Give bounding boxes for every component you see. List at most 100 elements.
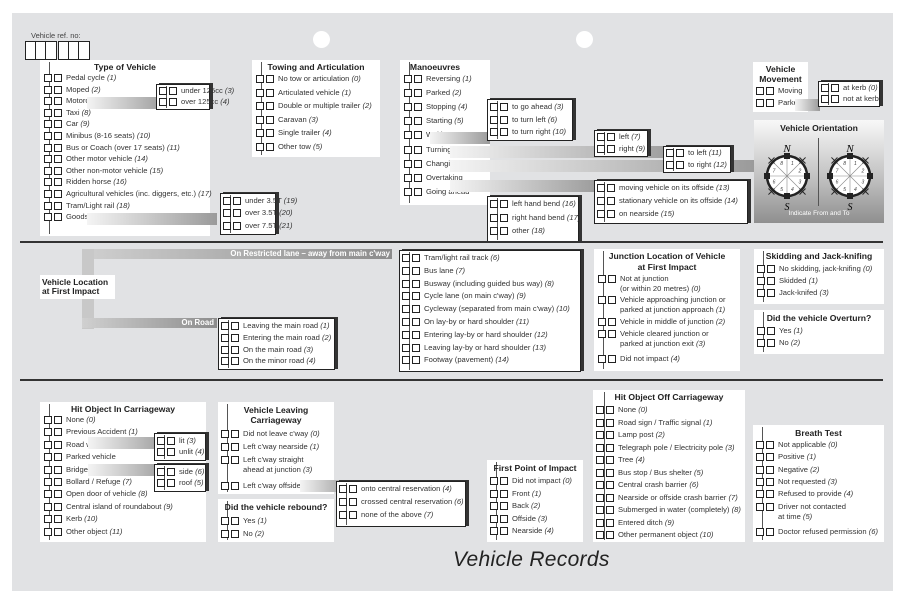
checkbox-1[interactable] xyxy=(402,254,410,262)
checkbox-2[interactable] xyxy=(500,115,508,124)
checkbox-2[interactable] xyxy=(233,209,241,218)
checkbox-1[interactable] xyxy=(44,85,52,94)
checkbox-1[interactable] xyxy=(44,440,52,449)
checkbox-2[interactable] xyxy=(54,155,62,164)
checkbox-2[interactable] xyxy=(608,330,616,338)
checkbox-1[interactable] xyxy=(404,103,412,112)
checkbox-1[interactable] xyxy=(404,173,412,182)
checkbox-1[interactable] xyxy=(598,275,606,283)
checkbox-2[interactable] xyxy=(766,87,774,95)
checkbox-1[interactable] xyxy=(44,97,52,106)
checkbox-2[interactable] xyxy=(606,518,614,527)
checkbox-2[interactable] xyxy=(167,468,175,476)
checkbox-2[interactable] xyxy=(54,527,62,536)
checkbox-1[interactable] xyxy=(402,279,410,288)
checkbox-2[interactable] xyxy=(412,305,420,314)
checkbox-1[interactable] xyxy=(490,489,498,498)
checkbox-2[interactable] xyxy=(831,84,839,92)
checkbox-1[interactable] xyxy=(256,88,264,97)
checkbox-2[interactable] xyxy=(414,117,422,126)
checkbox-1[interactable] xyxy=(404,75,412,83)
checkbox-1[interactable] xyxy=(157,448,165,456)
checkbox-1[interactable] xyxy=(221,430,229,438)
checkbox-2[interactable] xyxy=(54,453,62,462)
checkbox-1[interactable] xyxy=(44,190,52,198)
checkbox-1[interactable] xyxy=(598,296,606,304)
checkbox-2[interactable] xyxy=(500,489,508,498)
checkbox-1[interactable] xyxy=(597,184,605,192)
checkbox-1[interactable] xyxy=(339,511,347,519)
checkbox-1[interactable] xyxy=(44,166,52,175)
checkbox-1[interactable] xyxy=(402,318,410,326)
checkbox-1[interactable] xyxy=(756,441,764,449)
checkbox-2[interactable] xyxy=(231,430,239,438)
checkbox-1[interactable] xyxy=(256,129,264,137)
checkbox-1[interactable] xyxy=(597,210,605,218)
checkbox-1[interactable] xyxy=(402,343,410,352)
checkbox-2[interactable] xyxy=(54,97,62,106)
checkbox-2[interactable] xyxy=(167,437,175,445)
checkbox-1[interactable] xyxy=(223,209,231,218)
checkbox-1[interactable] xyxy=(402,330,410,339)
checkbox-2[interactable] xyxy=(766,503,774,511)
checkbox-2[interactable] xyxy=(500,527,508,536)
checkbox-1[interactable] xyxy=(221,529,229,538)
checkbox-2[interactable] xyxy=(412,356,420,365)
checkbox-1[interactable] xyxy=(44,502,52,511)
checkbox-1[interactable] xyxy=(404,89,412,98)
checkbox-2[interactable] xyxy=(266,142,274,151)
checkbox-2[interactable] xyxy=(606,418,614,427)
checkbox-1[interactable] xyxy=(756,503,764,511)
checkbox-1[interactable] xyxy=(596,418,604,427)
checkbox-1[interactable] xyxy=(596,443,604,452)
checkbox-2[interactable] xyxy=(766,490,774,499)
checkbox-2[interactable] xyxy=(608,296,616,304)
checkbox-1[interactable] xyxy=(490,200,498,208)
checkbox-2[interactable] xyxy=(606,481,614,489)
checkbox-1[interactable] xyxy=(490,502,498,511)
checkbox-1[interactable] xyxy=(44,416,52,424)
checkbox-2[interactable] xyxy=(231,357,239,366)
checkbox-1[interactable] xyxy=(757,339,765,347)
checkbox-2[interactable] xyxy=(54,143,62,152)
checkbox-2[interactable] xyxy=(766,478,774,486)
checkbox-2[interactable] xyxy=(266,129,274,137)
checkbox-2[interactable] xyxy=(414,103,422,112)
checkbox-1[interactable] xyxy=(490,115,498,124)
checkbox-2[interactable] xyxy=(231,529,239,538)
checkbox-2[interactable] xyxy=(412,330,420,339)
checkbox-1[interactable] xyxy=(339,498,347,506)
checkbox-1[interactable] xyxy=(402,356,410,365)
checkbox-2[interactable] xyxy=(231,443,239,451)
checkbox-1[interactable] xyxy=(757,289,765,297)
vehicle-ref-field-a[interactable] xyxy=(25,41,57,60)
checkbox-1[interactable] xyxy=(666,160,674,169)
checkbox-1[interactable] xyxy=(490,527,498,536)
checkbox-2[interactable] xyxy=(766,465,774,474)
checkbox-2[interactable] xyxy=(231,456,239,464)
checkbox-1[interactable] xyxy=(490,128,498,137)
checkbox-2[interactable] xyxy=(266,115,274,124)
checkbox-1[interactable] xyxy=(256,142,264,151)
checkbox-1[interactable] xyxy=(402,292,410,301)
checkbox-1[interactable] xyxy=(756,490,764,499)
checkbox-1[interactable] xyxy=(221,357,229,366)
checkbox-2[interactable] xyxy=(266,75,274,83)
checkbox-2[interactable] xyxy=(54,166,62,175)
checkbox-1[interactable] xyxy=(596,531,604,539)
checkbox-2[interactable] xyxy=(608,318,616,326)
checkbox-2[interactable] xyxy=(54,478,62,486)
checkbox-1[interactable] xyxy=(404,131,412,140)
checkbox-2[interactable] xyxy=(54,416,62,424)
checkbox-2[interactable] xyxy=(414,75,422,83)
checkbox-1[interactable] xyxy=(44,108,52,117)
checkbox-2[interactable] xyxy=(169,98,177,106)
checkbox-1[interactable] xyxy=(404,145,412,154)
checkbox-2[interactable] xyxy=(606,493,614,502)
checkbox-2[interactable] xyxy=(412,279,420,288)
checkbox-2[interactable] xyxy=(608,355,616,363)
checkbox-1[interactable] xyxy=(44,143,52,152)
checkbox-1[interactable] xyxy=(757,327,765,335)
vehicle-ref-field-b[interactable] xyxy=(58,41,90,60)
checkbox-1[interactable] xyxy=(44,515,52,524)
